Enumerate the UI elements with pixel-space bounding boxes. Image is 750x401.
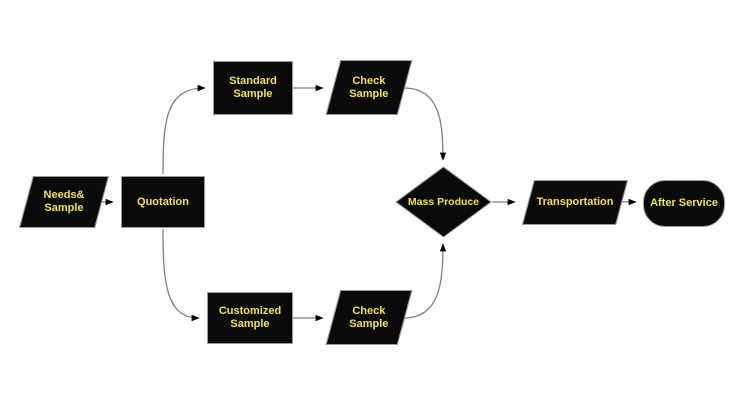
node-check-sample-bottom[interactable]: Check Sample	[325, 290, 413, 345]
node-after-service-label: After Service	[650, 197, 718, 210]
node-check-sample-top-label-line1: Check	[352, 74, 386, 87]
node-needs-sample-label-line2: Sample	[44, 202, 84, 214]
node-standard-sample-label-line2: Sample	[233, 88, 273, 100]
edge-quotation-to-customized	[162, 228, 200, 322]
node-customized-sample-label-line2: Sample	[230, 318, 270, 330]
node-standard-sample-label-line1: Standard	[229, 75, 277, 88]
edge-quotation-to-standard	[162, 84, 206, 175]
node-customized-sample-label-line1: Customized	[218, 305, 282, 318]
diamond-shape-icon	[395, 166, 492, 238]
node-mass-produce[interactable]: Mass Produce	[395, 166, 492, 238]
node-after-service[interactable]: After Service	[643, 180, 725, 227]
node-check-sample-top-label-line2: Sample	[349, 87, 389, 100]
node-check-sample-bottom-label-line2: Sample	[349, 317, 389, 330]
node-needs-sample-label-line1: Needs&	[43, 189, 85, 202]
edge-check-top-to-mass	[403, 87, 447, 161]
edge-check-bottom-to-mass	[403, 243, 447, 319]
node-quotation-label: Quotation	[137, 195, 189, 208]
node-needs-sample[interactable]: Needs& Sample	[19, 176, 109, 228]
node-standard-sample[interactable]: Standard Sample	[213, 61, 293, 115]
node-quotation[interactable]: Quotation	[121, 176, 205, 228]
node-check-sample-top[interactable]: Check Sample	[325, 60, 413, 115]
node-check-sample-bottom-label-line1: Check	[352, 304, 386, 317]
node-transportation[interactable]: Transportation	[521, 180, 629, 225]
node-customized-sample[interactable]: Customized Sample	[207, 292, 293, 344]
node-transportation-label: Transportation	[536, 196, 614, 209]
